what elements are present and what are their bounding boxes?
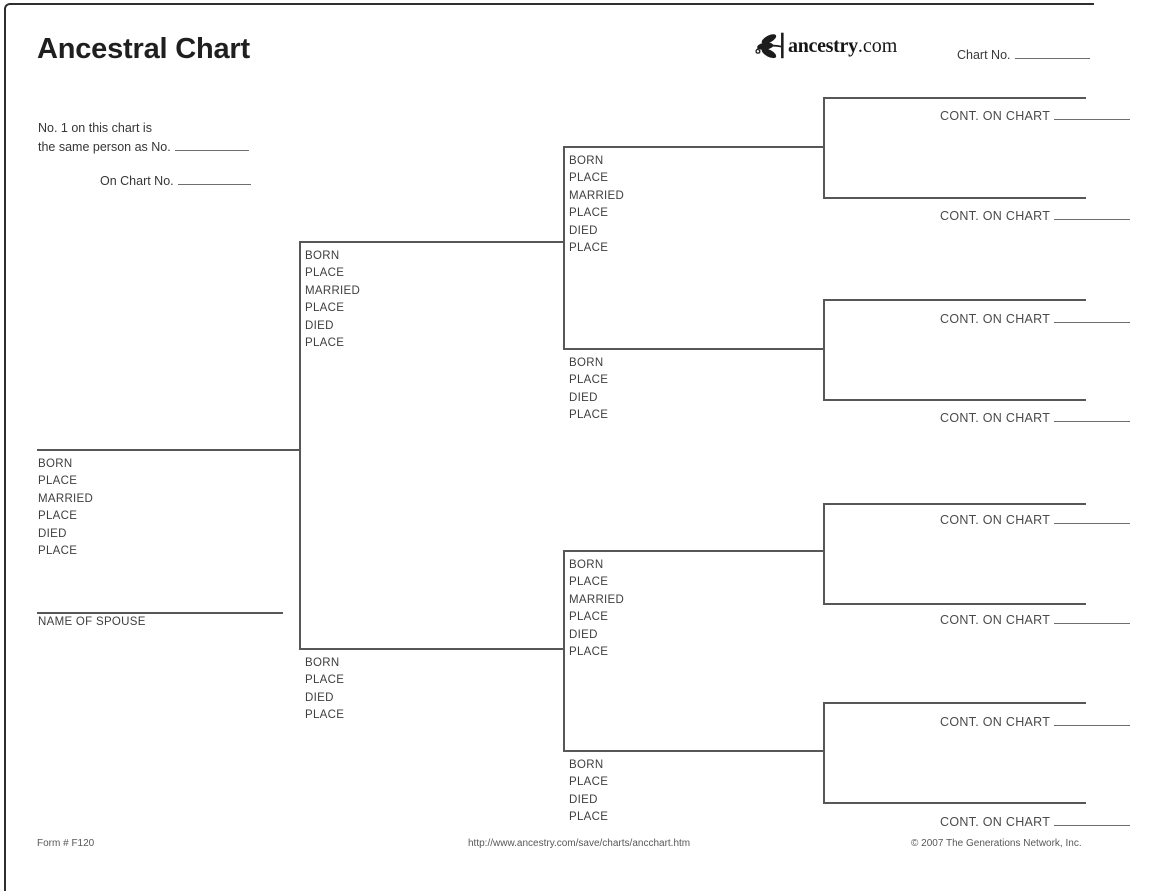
gen2-connector-line <box>299 241 301 649</box>
cont-on-chart-7: CONT. ON CHART <box>940 713 1131 729</box>
gen3-maternal-connector-line <box>563 550 565 751</box>
great-grandparent-7-name-line <box>823 702 1086 704</box>
same-person-no-blank[interactable] <box>174 138 249 151</box>
cont-chart-no-blank-3[interactable] <box>1054 310 1131 323</box>
cont-on-chart-5: CONT. ON CHART <box>940 511 1131 527</box>
ancestry-leaf-icon <box>755 32 784 59</box>
chart-no-field: Chart No. <box>957 46 1090 62</box>
cont-on-chart-8: CONT. ON CHART <box>940 813 1131 829</box>
spouse-name-line <box>37 612 283 614</box>
paternal-grandmother-name-line <box>563 348 823 350</box>
great-grandparent-2-name-line <box>823 197 1086 199</box>
paternal-grandmother-fields: BORN PLACE DIED PLACE <box>569 357 609 422</box>
footer-url: http://www.ancestry.com/save/charts/ancc… <box>468 838 691 849</box>
gen4-connector-line-4 <box>823 702 825 803</box>
cont-on-chart-1: CONT. ON CHART <box>940 107 1131 123</box>
maternal-grandfather-fields: BORN PLACE MARRIED PLACE DIED PLACE <box>569 559 625 659</box>
cont-chart-no-blank-7[interactable] <box>1054 713 1131 726</box>
father-fields: BORN PLACE MARRIED PLACE DIED PLACE <box>305 250 361 350</box>
ancestry-logo: ancestry.com <box>753 30 897 62</box>
gen4-connector-line-2 <box>823 299 825 400</box>
cont-chart-no-blank-8[interactable] <box>1054 813 1131 826</box>
ancestry-logo-text: ancestry.com <box>788 34 898 57</box>
great-grandparent-1-name-line <box>823 97 1086 99</box>
form-number: Form # F120 <box>37 838 95 849</box>
maternal-grandfather-name-line <box>563 550 823 552</box>
reference-note-line3: On Chart No. <box>100 172 251 188</box>
cont-on-chart-3: CONT. ON CHART <box>940 310 1131 326</box>
page-border <box>4 3 1094 891</box>
maternal-grandmother-name-line <box>563 750 823 752</box>
cont-chart-no-blank-5[interactable] <box>1054 511 1131 524</box>
mother-fields: BORN PLACE DIED PLACE <box>305 657 345 722</box>
paternal-grandfather-fields: BORN PLACE MARRIED PLACE DIED PLACE <box>569 155 625 255</box>
person1-name-line <box>37 449 299 451</box>
reference-note-line2: the same person as No. <box>38 138 249 154</box>
person1-fields: BORN PLACE MARRIED PLACE DIED PLACE <box>38 458 94 558</box>
gen3-paternal-connector-line <box>563 146 565 349</box>
cont-chart-no-blank-1[interactable] <box>1054 107 1131 120</box>
cont-chart-no-blank-6[interactable] <box>1054 611 1131 624</box>
cont-chart-no-blank-2[interactable] <box>1054 207 1131 220</box>
father-name-line <box>299 241 564 243</box>
cont-on-chart-6: CONT. ON CHART <box>940 611 1131 627</box>
cont-on-chart-2: CONT. ON CHART <box>940 207 1131 223</box>
mother-name-line <box>299 648 564 650</box>
paternal-grandfather-name-line <box>563 146 823 148</box>
gen4-connector-line-3 <box>823 503 825 604</box>
chart-no-blank[interactable] <box>1014 46 1090 59</box>
cont-on-chart-4: CONT. ON CHART <box>940 409 1131 425</box>
chart-no-label: Chart No. <box>957 48 1011 62</box>
spouse-label: NAME OF SPOUSE <box>38 616 146 628</box>
great-grandparent-3-name-line <box>823 299 1086 301</box>
great-grandparent-8-name-line <box>823 802 1086 804</box>
on-chart-no-blank[interactable] <box>177 172 251 185</box>
great-grandparent-5-name-line <box>823 503 1086 505</box>
great-grandparent-6-name-line <box>823 603 1086 605</box>
great-grandparent-4-name-line <box>823 399 1086 401</box>
cont-chart-no-blank-4[interactable] <box>1054 409 1131 422</box>
gen4-connector-line-1 <box>823 97 825 198</box>
footer-copyright: © 2007 The Generations Network, Inc. <box>911 838 1082 849</box>
maternal-grandmother-fields: BORN PLACE DIED PLACE <box>569 759 609 824</box>
page-title: Ancestral Chart <box>37 33 250 65</box>
reference-note-line1: No. 1 on this chart is <box>38 121 152 135</box>
